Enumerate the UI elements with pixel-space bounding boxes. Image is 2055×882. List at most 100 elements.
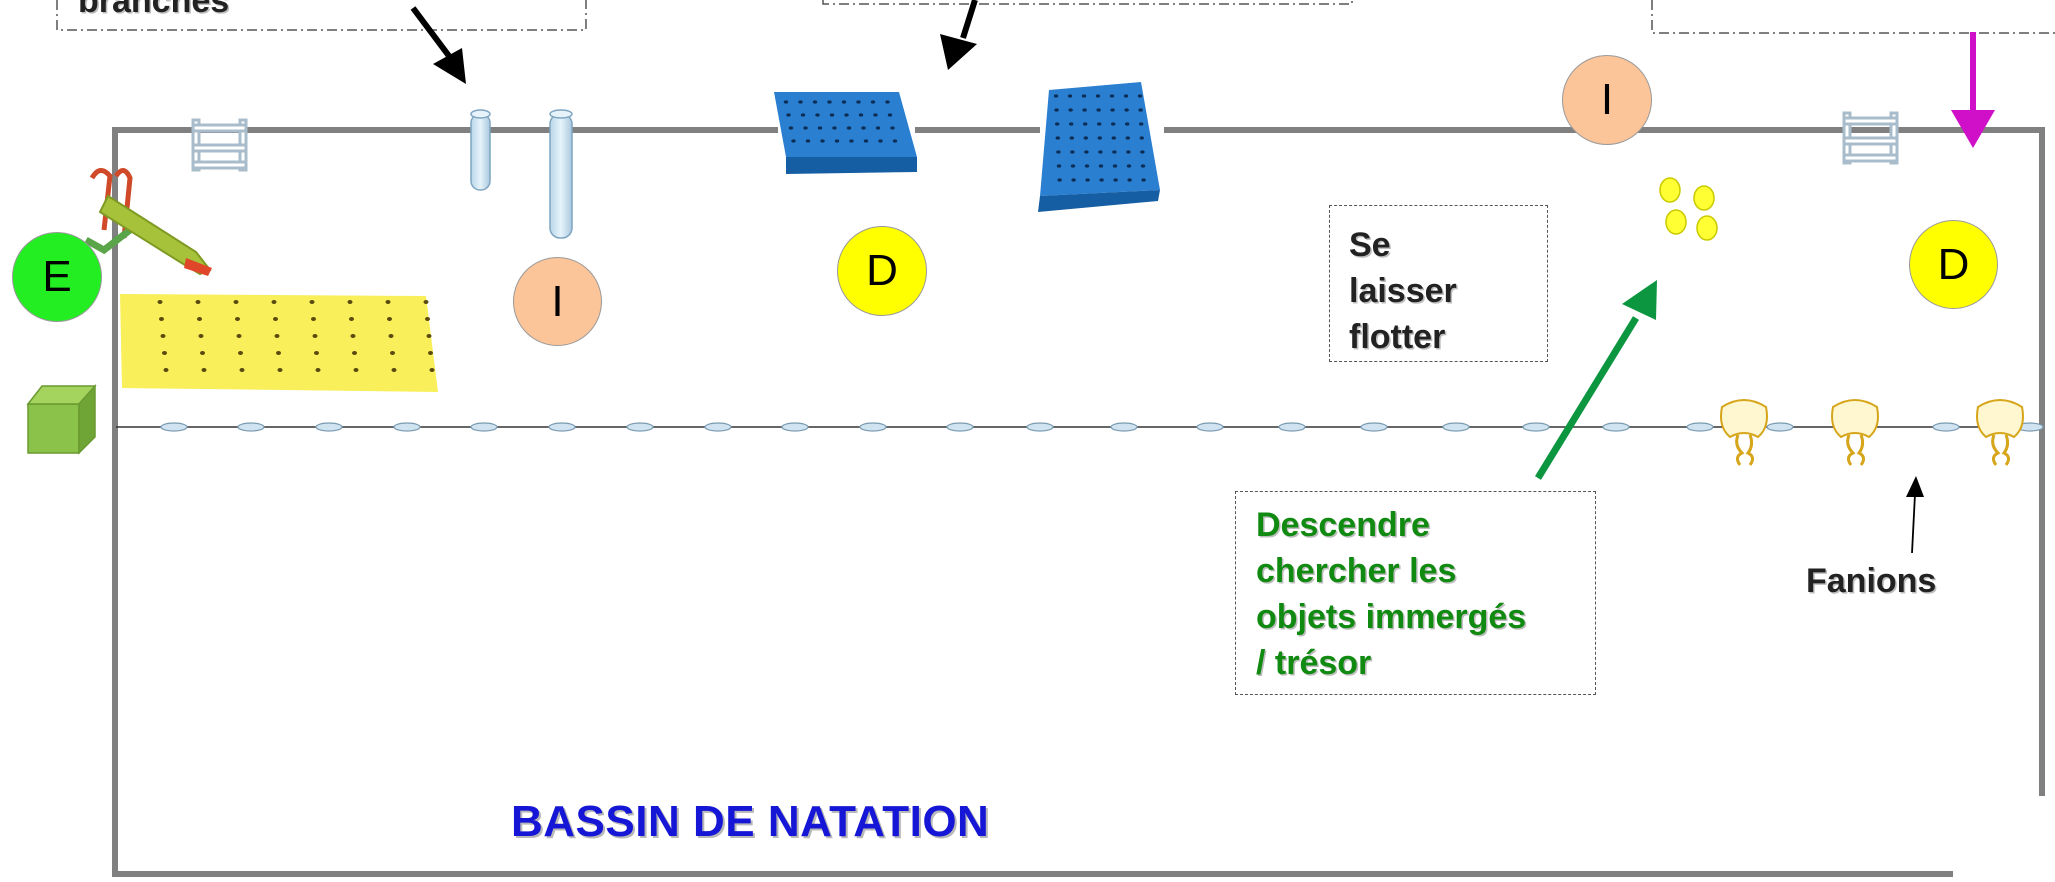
blue-mat-icon <box>1038 82 1160 212</box>
ladder-icon <box>1842 111 1899 165</box>
rope-float <box>704 422 732 432</box>
mat-hole <box>786 113 791 117</box>
mat-hole <box>388 334 394 338</box>
mat-hole <box>1138 108 1143 112</box>
mat-hole <box>200 351 205 355</box>
mat-hole <box>783 100 789 104</box>
mat-hole <box>1070 150 1075 154</box>
mat-hole <box>350 334 356 338</box>
rope-float <box>1932 422 1960 432</box>
rope-float <box>315 422 343 432</box>
mat-hole <box>163 368 169 372</box>
magenta-arrow-icon <box>1951 32 1995 148</box>
mat-hole <box>820 139 825 143</box>
mat-hole <box>878 139 883 143</box>
rope-float <box>548 422 576 432</box>
mat-hole <box>387 317 392 321</box>
mat-hole <box>1097 122 1102 126</box>
rope-float <box>1360 422 1388 432</box>
mat-hole <box>803 126 808 130</box>
slide-icon <box>84 168 212 276</box>
badge-i: I <box>1562 55 1652 145</box>
mat-hole <box>1069 122 1074 126</box>
mat-hole <box>197 317 202 321</box>
mat-hole <box>1111 122 1116 126</box>
mat-hole <box>1109 94 1115 98</box>
mat-hole <box>1083 136 1089 140</box>
mat-hole <box>791 139 796 143</box>
mat-hole <box>1097 136 1103 140</box>
mat-hole <box>834 139 840 143</box>
mat-hole <box>423 300 429 304</box>
rope-float <box>1602 422 1630 432</box>
rope-float <box>1196 422 1224 432</box>
rope-float <box>470 422 498 432</box>
rope-float <box>1110 422 1138 432</box>
mat-hole <box>890 126 895 130</box>
mat-hole <box>870 100 876 104</box>
top-right-note-box <box>1651 0 2055 34</box>
green-cube-icon <box>26 384 97 455</box>
mat-hole <box>1112 164 1118 168</box>
mat-hole <box>390 351 395 355</box>
mat-hole <box>159 317 164 321</box>
yellow-mat-icon <box>120 294 438 392</box>
rope-float <box>1766 422 1794 432</box>
mat-hole <box>815 113 820 117</box>
rope-float <box>393 422 421 432</box>
mat-hole <box>353 368 359 372</box>
mat-hole <box>892 139 898 143</box>
mat-hole <box>1055 136 1061 140</box>
mat-hole <box>195 300 201 304</box>
mat-hole <box>1113 178 1118 182</box>
mat-hole <box>239 368 245 372</box>
mat-hole <box>315 368 321 372</box>
mat-hole <box>1084 150 1089 154</box>
mat-hole <box>1098 164 1104 168</box>
badge-d: D <box>1909 220 1998 309</box>
lane-rope-icon <box>116 422 2044 432</box>
mat-hole <box>829 113 835 117</box>
mat-hole <box>849 139 854 143</box>
balls-icon <box>1659 177 1718 241</box>
flag-icon <box>1976 399 2024 466</box>
fanions-label: Fanions <box>1806 562 1937 600</box>
flag-icon <box>1831 399 1879 466</box>
note-line: flotter <box>1349 318 1446 356</box>
mat-hole <box>1081 94 1087 98</box>
mat-hole <box>1055 122 1060 126</box>
rope-float <box>237 422 265 432</box>
mat-hole <box>274 334 280 338</box>
mat-hole <box>1057 178 1062 182</box>
mat-hole <box>1125 136 1131 140</box>
mat-hole <box>1139 122 1144 126</box>
mat-hole <box>235 317 240 321</box>
mat-hole <box>426 334 432 338</box>
mat-hole <box>812 100 818 104</box>
mat-hole <box>1082 108 1087 112</box>
mat-hole <box>861 126 866 130</box>
mat-hole <box>428 351 433 355</box>
mat-hole <box>271 300 277 304</box>
note-line: / trésor <box>1256 644 1372 682</box>
mat-hole <box>277 368 283 372</box>
mat-hole <box>1070 164 1076 168</box>
mat-hole <box>1069 136 1075 140</box>
dive-arrow-icon <box>1535 280 1657 480</box>
mat-hole <box>1126 164 1132 168</box>
mat-hole <box>832 126 837 130</box>
mat-hole <box>347 300 353 304</box>
mat-hole <box>875 126 881 130</box>
mat-hole <box>1071 178 1076 182</box>
mat-hole <box>805 139 811 143</box>
mat-hole <box>391 368 397 372</box>
mat-hole <box>349 317 354 321</box>
mat-hole <box>1140 150 1145 154</box>
mat-hole <box>162 351 167 355</box>
float-note: Se laisser flotter <box>1329 205 1548 362</box>
mat-hole <box>429 368 435 372</box>
mat-hole <box>1111 136 1117 140</box>
dive-note: Descendre chercher les objets immergés /… <box>1235 491 1596 695</box>
rope-float <box>781 422 809 432</box>
mat-hole <box>1096 108 1101 112</box>
